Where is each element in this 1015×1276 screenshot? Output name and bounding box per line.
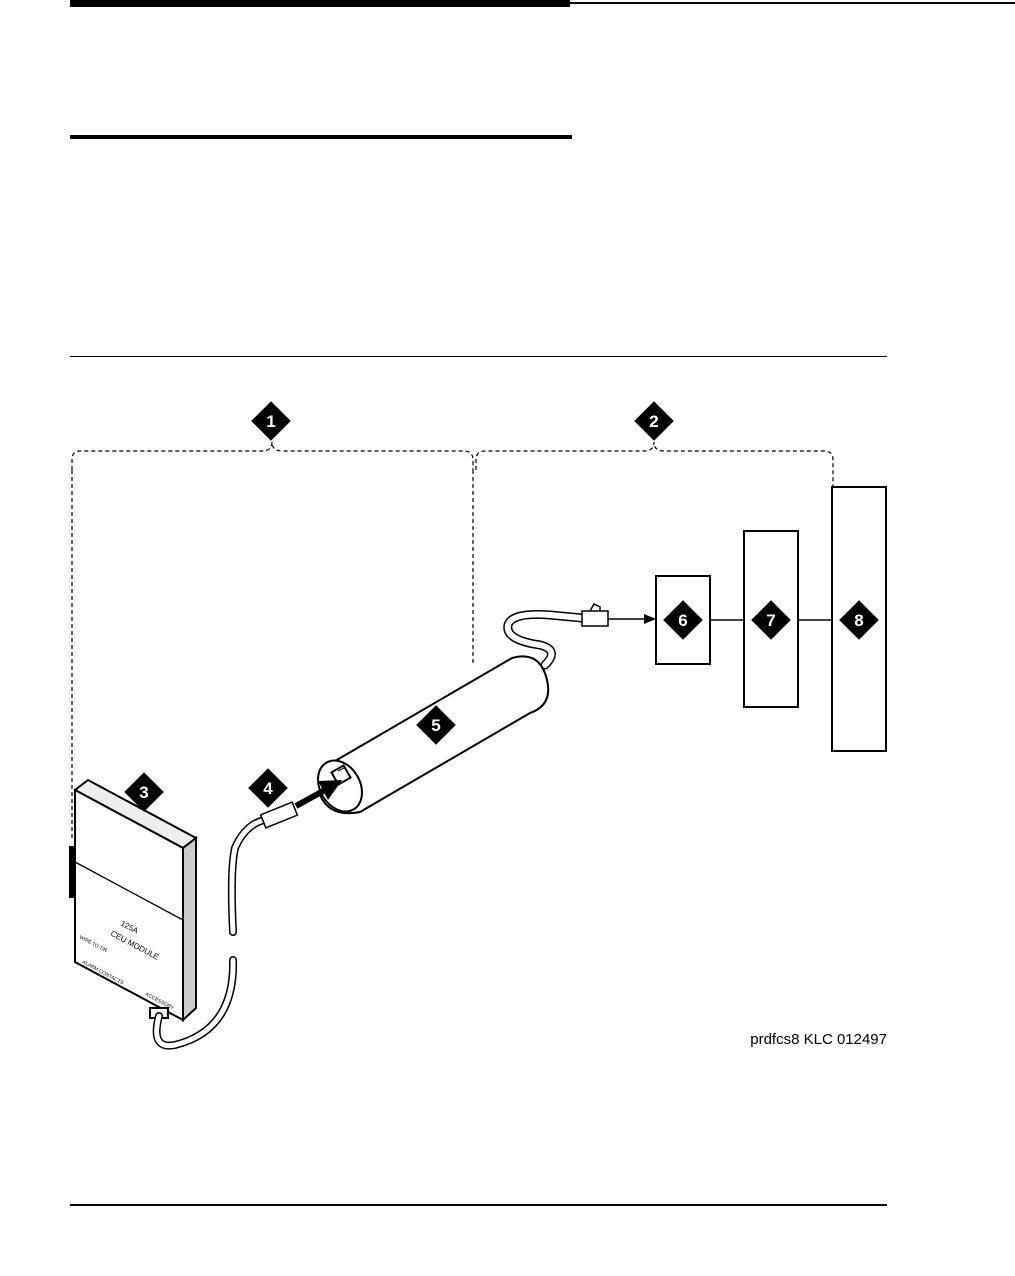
svg-text:7: 7 — [766, 611, 775, 630]
svg-text:1: 1 — [266, 412, 275, 431]
figure-id-label: prdfcs8 KLC 012497 — [750, 1031, 887, 1048]
adapter-cord — [503, 610, 587, 670]
svg-text:3: 3 — [139, 783, 148, 802]
callout-5: 5 — [416, 705, 456, 745]
adapter-cylinder — [317, 655, 550, 815]
figure-top-rule — [70, 356, 887, 357]
svg-text:5: 5 — [431, 716, 440, 735]
bracket-1 — [71, 441, 474, 840]
header-rule-thin — [570, 2, 1015, 4]
modular-plug — [581, 603, 609, 627]
svg-text:4: 4 — [263, 779, 273, 798]
footer-rule — [70, 1204, 887, 1206]
callout-4: 4 — [248, 768, 288, 808]
callout-7: 7 — [751, 600, 791, 640]
callout-3: 3 — [124, 772, 164, 812]
callout-2: 2 — [634, 401, 674, 441]
callout-6: 6 — [663, 600, 703, 640]
ceu-module — [69, 778, 198, 1023]
svg-text:8: 8 — [854, 611, 863, 630]
header-rule-thick — [70, 0, 570, 7]
callout-8: 8 — [839, 600, 879, 640]
cable-arrow — [294, 787, 327, 809]
plug-arrowhead — [644, 614, 656, 624]
module-cable — [152, 816, 268, 1050]
bracket-2 — [475, 441, 834, 487]
callout-1: 1 — [251, 401, 291, 441]
svg-text:6: 6 — [678, 611, 687, 630]
svg-text:2: 2 — [649, 412, 658, 431]
cable-arrowhead — [318, 780, 342, 800]
section-rule — [70, 135, 572, 139]
cable-plug — [259, 801, 299, 829]
